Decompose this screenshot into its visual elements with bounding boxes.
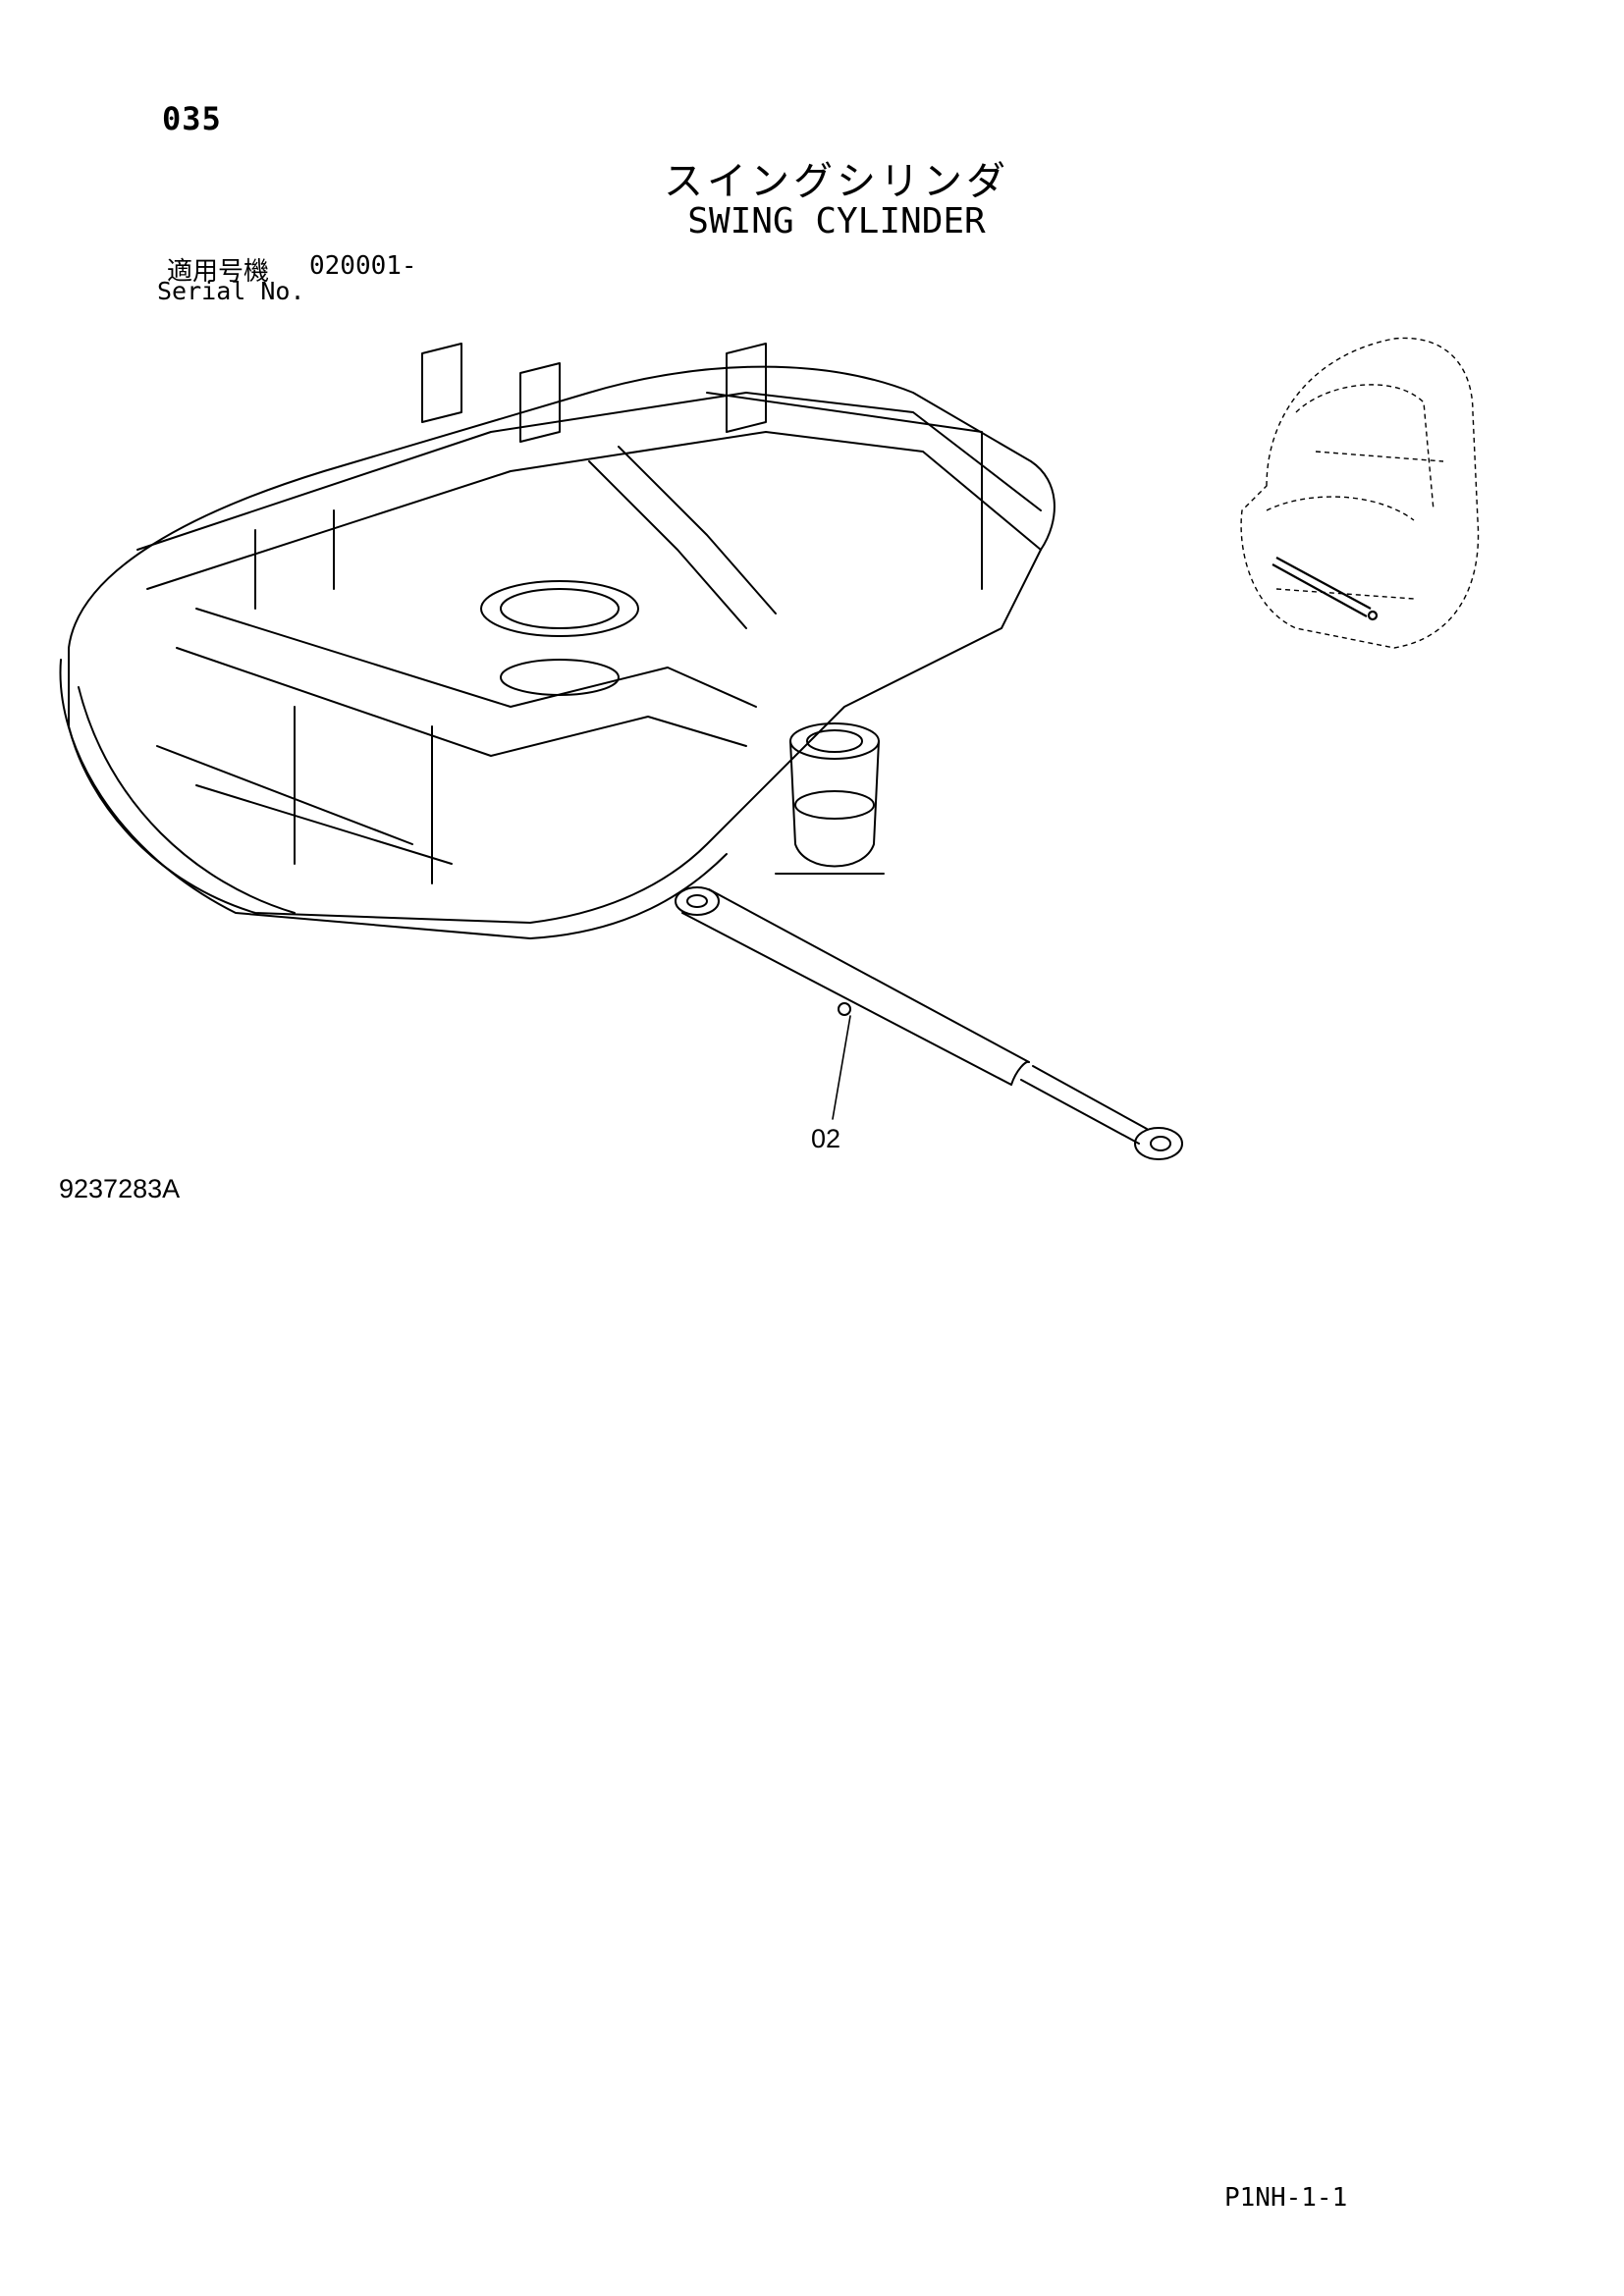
serial-label-japanese: 適用号機: [167, 257, 270, 287]
drawing-number: 9237283A: [59, 1174, 181, 1203]
swing-cylinder: [675, 886, 1183, 1160]
swing-bearing-ring: [480, 580, 639, 696]
serial-label-english: Serial No.: [157, 277, 305, 305]
swing-post: [775, 722, 885, 875]
main-frame-rails: [136, 343, 1042, 884]
page-title-japanese: スイングシリンダ: [664, 159, 1009, 204]
page-number: 035: [162, 100, 222, 137]
inset-cylinder-highlight: [1272, 557, 1379, 621]
sheet-code: P1NH-1-1: [1224, 2183, 1348, 2213]
inset-locator-view: [1240, 337, 1480, 649]
upper-frame-outline: [59, 365, 1056, 939]
part-leader-line: [832, 1015, 851, 1120]
part-number-label: 02: [811, 1124, 841, 1153]
serial-number-value: 020001-: [309, 251, 417, 281]
page-title-english: SWING CYLINDER: [687, 201, 986, 241]
